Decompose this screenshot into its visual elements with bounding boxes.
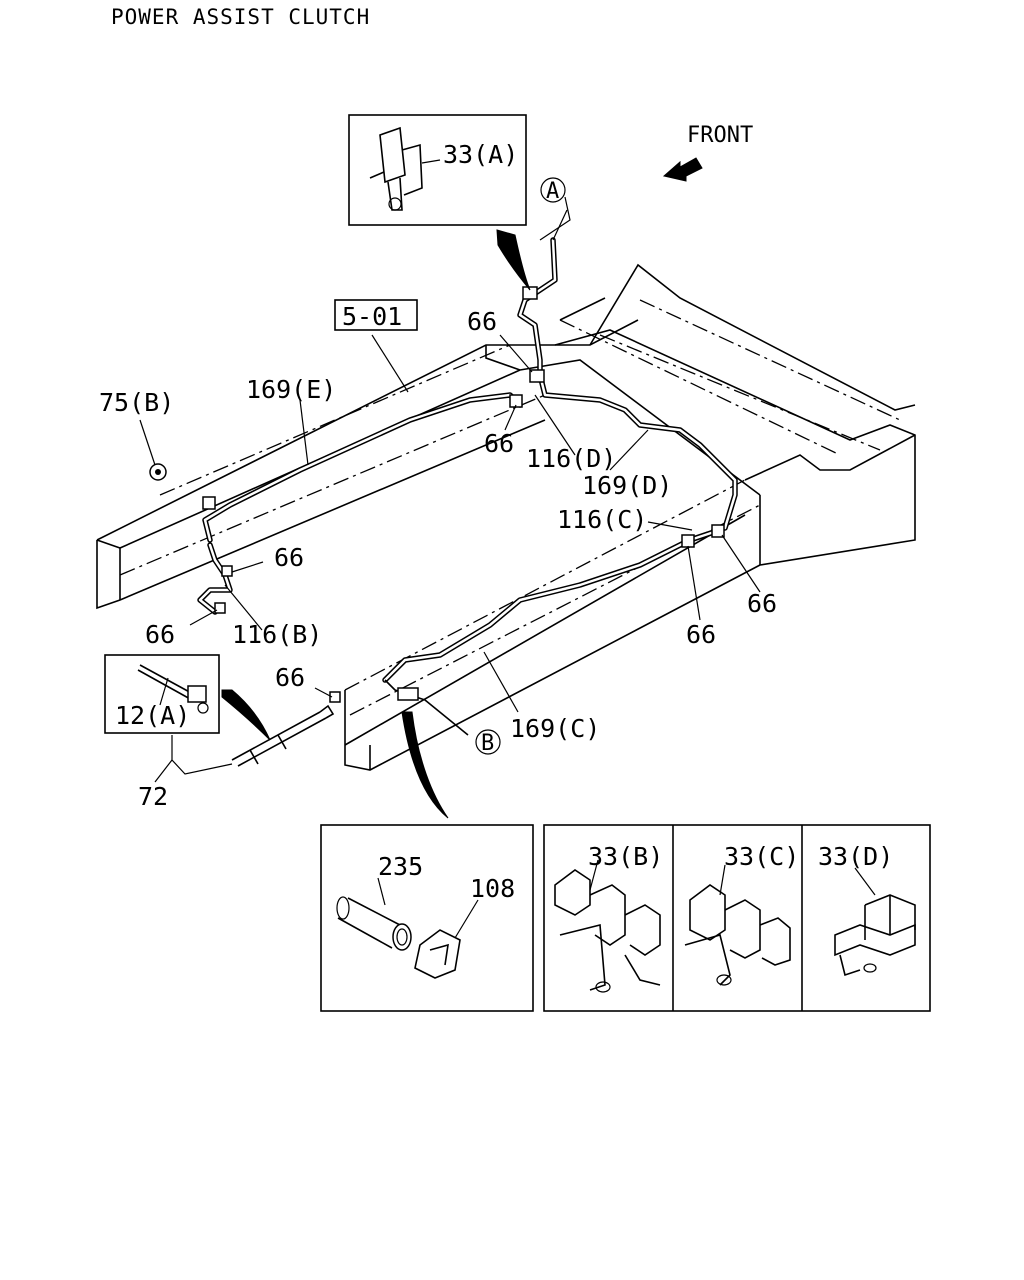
- inset-clips-33bcd: 33(B) 33(C) 33(D): [543, 824, 931, 1012]
- marker-a-label: A: [546, 179, 559, 204]
- callout-arrow-icon: [221, 689, 271, 741]
- marker-b-label: B: [481, 731, 494, 756]
- label-116d: 116(D): [526, 444, 616, 473]
- pipe-169c: [382, 527, 723, 683]
- label-116b: 116(B): [232, 620, 322, 649]
- ref-box-5-01: 5-01: [334, 299, 418, 331]
- label-75b: 75(B): [99, 388, 174, 417]
- front-label: FRONT: [687, 123, 753, 148]
- callout-labels: 169(E) 75(B) 66 66 116(D) 169(D) 116(C) …: [99, 307, 777, 811]
- label-33c: 33(C): [724, 842, 799, 871]
- inset-235-108: 235 108: [320, 824, 534, 1012]
- cylinder-rod-72: [231, 704, 335, 767]
- clip-icon: [522, 286, 538, 300]
- marker-a: A: [540, 177, 566, 204]
- clip-icon: [529, 369, 545, 383]
- pipe-169d: [537, 372, 738, 531]
- label-66-left: 66: [274, 543, 304, 572]
- front-arrow-icon: [662, 157, 703, 182]
- callout-arrow-icon: [401, 711, 449, 819]
- marker-b: B: [475, 729, 501, 756]
- label-66-top: 66: [467, 307, 497, 336]
- label-72: 72: [138, 782, 168, 811]
- ref-box-label: 5-01: [342, 302, 402, 331]
- label-169d: 169(D): [582, 471, 672, 500]
- clip-icon: [509, 394, 523, 408]
- label-33b: 33(B): [588, 842, 663, 871]
- clip-icon: [681, 534, 695, 548]
- label-235: 235: [378, 852, 423, 881]
- clip-108-icon: [414, 929, 461, 979]
- label-66-rr: 66: [747, 589, 777, 618]
- label-33d: 33(D): [818, 842, 893, 871]
- front-direction-indicator: FRONT: [662, 123, 753, 182]
- inset-33a: 33(A): [348, 114, 527, 226]
- part-12a-icon: [137, 664, 209, 714]
- pipe-upper: [517, 237, 558, 383]
- zoom-callout-arrows: [221, 229, 531, 819]
- pipe-169e: [202, 392, 523, 543]
- nut-icon: [155, 469, 161, 475]
- clip-icon: [221, 565, 233, 577]
- clip-icon: [329, 691, 341, 703]
- label-66-rb: 66: [686, 620, 716, 649]
- label-116c: 116(C): [557, 505, 647, 534]
- label-108: 108: [470, 874, 515, 903]
- clip-icon: [214, 602, 226, 614]
- label-12a: 12(A): [115, 701, 190, 730]
- clip-33d-icon: [834, 894, 916, 977]
- clip-33a-icon: [369, 126, 423, 211]
- diagram-title: POWER ASSIST CLUTCH: [111, 5, 370, 29]
- sleeve-235-icon: [336, 896, 412, 951]
- clip-icon: [202, 496, 216, 510]
- leader-lines: [139, 196, 761, 783]
- fitting-b: [384, 679, 469, 736]
- pipe-116b-hose: [197, 542, 233, 615]
- clip-icon: [711, 524, 725, 538]
- pipe-clips: [149, 286, 725, 703]
- label-66-low: 66: [275, 663, 305, 692]
- clip-33b-icon: [554, 869, 661, 993]
- inset-12a: 12(A): [104, 654, 220, 734]
- clip-33c-icon: [684, 884, 791, 986]
- label-66-mid: 66: [484, 429, 514, 458]
- label-66-bl: 66: [145, 620, 175, 649]
- label-169c: 169(C): [510, 714, 600, 743]
- label-33a: 33(A): [443, 140, 518, 169]
- callout-arrow-icon: [496, 229, 531, 291]
- label-169e: 169(E): [246, 375, 336, 404]
